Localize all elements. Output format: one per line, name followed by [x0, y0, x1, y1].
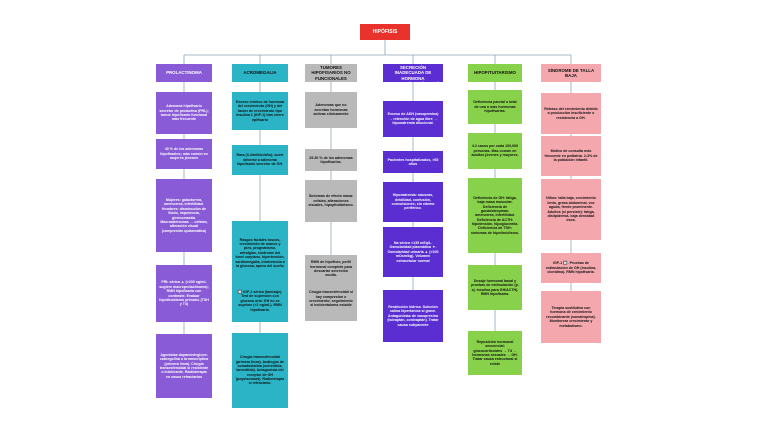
- acromegalia-detail-4[interactable]: 🔲 IGF-1 sérica (tamizaje). Test de supre…: [232, 280, 288, 322]
- hipopituitarismo-detail-3[interactable]: Deficiencia de GH: fatiga, baja masa mus…: [468, 178, 522, 253]
- tumores-detail-5[interactable]: Cirugía transesfenoidal si hay compresió…: [305, 277, 357, 321]
- hipopituitarismo-detail-1[interactable]: Deficiencia parcial o total de una o más…: [468, 90, 522, 124]
- root-node[interactable]: HIPÓFISIS: [360, 24, 410, 40]
- category-talla-baja[interactable]: SÍNDROME DE TALLA BAJA: [541, 64, 601, 82]
- talla-baja-detail-3[interactable]: Niños: talla baja, crecimiento lento, gr…: [541, 179, 601, 240]
- hipopituitarismo-detail-5[interactable]: Reposición hormonal secuencial: glucocor…: [468, 331, 522, 375]
- siadh-detail-4[interactable]: Na sérico <135 mEq/L. Osmolaridad plasmá…: [383, 227, 443, 277]
- acromegalia-detail-3[interactable]: Rasgos faciales toscos, crecimiento de m…: [232, 221, 288, 285]
- talla-baja-detail-4[interactable]: IGF-1 🔲. Pruebas de estimulación de GH (…: [541, 253, 601, 283]
- talla-baja-detail-1[interactable]: Retraso del crecimiento debido a producc…: [541, 93, 601, 134]
- category-tumores[interactable]: TUMORES HIPOFISARIOS NO FUNCIONALES: [305, 64, 357, 82]
- hipopituitarismo-detail-2[interactable]: 4.2 casos por cada 100,000 personas. Mas…: [468, 133, 522, 169]
- siadh-detail-1[interactable]: Exceso de ADH (vasopresina) → retención …: [383, 101, 443, 137]
- category-hipopituitarismo[interactable]: HIPOPITUITARISMO: [468, 64, 522, 82]
- prolactinoma-detail-5[interactable]: Agonistas dopaminérgicos: cabergolina o …: [156, 334, 212, 398]
- tumores-detail-1[interactable]: Adenomas que no secretan hormonas activa…: [305, 92, 357, 128]
- category-siadh[interactable]: SÍNDROME DE SECRECIÓN INADECUADA DE HORM…: [383, 64, 443, 82]
- prolactinoma-detail-3[interactable]: Mujeres: galactorrea, amenorrea, inferti…: [156, 179, 212, 252]
- siadh-detail-3[interactable]: Hiponatremia: náuseas, debilidad, confus…: [383, 182, 443, 222]
- prolactinoma-detail-1[interactable]: Adenoma hipofisario secretor de prolacti…: [156, 92, 212, 134]
- tumores-detail-2[interactable]: 25-30 % de los adenomas hipofisarios.: [305, 149, 357, 171]
- talla-baja-detail-2[interactable]: Motivo de consulta más frecuente en pedi…: [541, 136, 601, 176]
- category-prolactinoma[interactable]: PROLACTINOMA: [156, 64, 212, 82]
- tumores-detail-3[interactable]: Síntomas de efecto masa: cefalea, altera…: [305, 180, 357, 222]
- prolactinoma-detail-2[interactable]: 40 % de los adenomas hipofisarios; más c…: [156, 139, 212, 169]
- hipopituitarismo-detail-4[interactable]: Dosaje hormonal basal y pruebas de estim…: [468, 265, 522, 310]
- siadh-detail-2[interactable]: Pacientes hospitalizados, >65 años: [383, 151, 443, 173]
- acromegalia-detail-1[interactable]: Exceso crónico de hormona del crecimient…: [232, 92, 288, 130]
- talla-baja-detail-5[interactable]: Terapia sustitutiva con hormona de creci…: [541, 291, 601, 343]
- acromegalia-detail-2[interactable]: Rara (3-4/millón/año); suele deberse a a…: [232, 145, 288, 175]
- category-acromegalia[interactable]: ACROMEGALIA: [232, 64, 288, 82]
- acromegalia-detail-5[interactable]: Cirugía transesfenoidal (primera línea).…: [232, 333, 288, 408]
- siadh-detail-5[interactable]: Restricción hídrica. Solución salina hip…: [383, 290, 443, 342]
- prolactinoma-detail-4[interactable]: PRL sérica ▲ (>200 ng/mL sugiere macropr…: [156, 265, 212, 322]
